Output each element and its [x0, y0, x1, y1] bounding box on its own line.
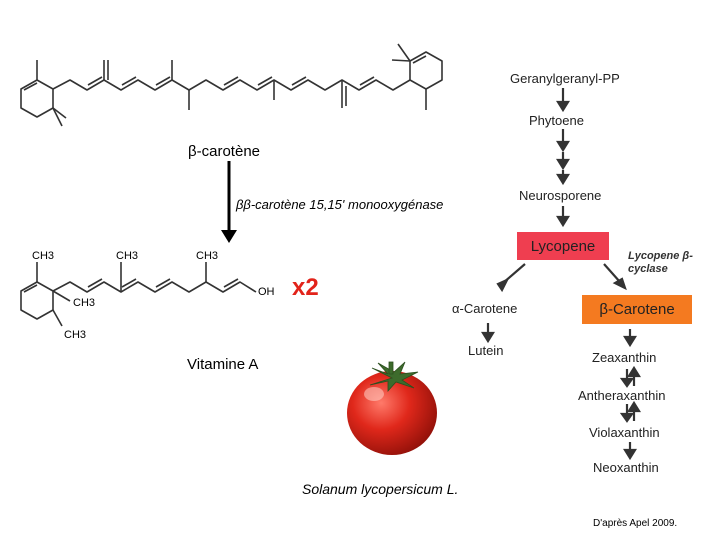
methyl-label: CH3: [196, 250, 219, 262]
vitamin-a-label: Vitamine A: [187, 356, 259, 373]
hydroxyl-label: OH: [258, 286, 275, 298]
pathway-neoxanthin: Neoxanthin: [593, 460, 659, 475]
source-citation: D'après Apel 2009.: [593, 518, 678, 529]
beta-carotene-label: β-carotène: [188, 143, 260, 160]
species-label: Solanum lycopersicum L.: [302, 481, 459, 497]
tomato-image: [347, 361, 437, 455]
pathway-lutein: Lutein: [468, 343, 504, 358]
reaction-arrowhead: [221, 230, 237, 243]
methyl-label: CH3: [73, 297, 96, 309]
pathway-neurosporene: Neurosporene: [519, 188, 602, 203]
multiplier-label: x2: [292, 274, 319, 301]
pathway-geranylgeranyl: Geranylgeranyl-PP: [510, 71, 620, 86]
pathway-alpha-carotene: α-Carotene: [452, 301, 518, 316]
pathway-lycopene: Lycopene: [517, 232, 609, 260]
methyl-label: CH3: [64, 329, 87, 341]
pathway-beta-carotene: β-Carotene: [582, 295, 692, 324]
pathway-phytoene: Phytoene: [529, 113, 584, 128]
pathway-zeaxanthin: Zeaxanthin: [592, 350, 657, 365]
pathway-antheraxanthin: Antheraxanthin: [578, 388, 666, 403]
pathway-cyclase: Lycopene β-cyclase: [628, 250, 693, 275]
enzyme-label: ββ-carotène 15,15' monooxygénase: [236, 197, 444, 212]
methyl-label: CH3: [116, 250, 139, 262]
pathway-violaxanthin: Violaxanthin: [589, 425, 660, 440]
methyl-label: CH3: [32, 250, 55, 262]
